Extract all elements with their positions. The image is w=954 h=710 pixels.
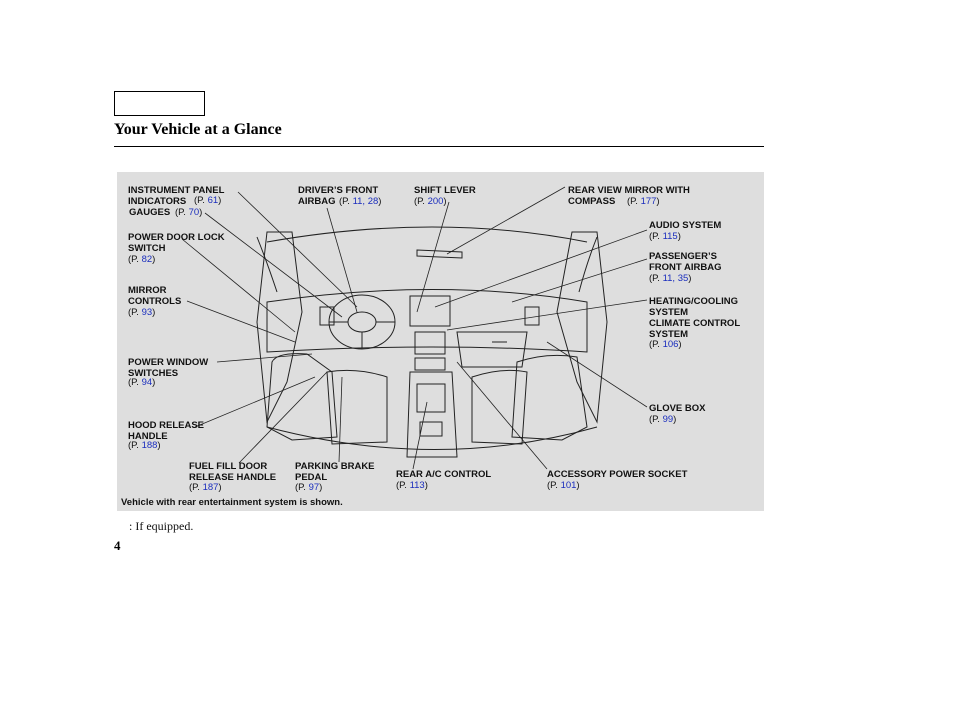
callout-line: MIRROR	[128, 285, 167, 296]
page-ref-link[interactable]: 101	[560, 480, 577, 491]
callout-ref: (P. 82)	[128, 254, 156, 265]
callout-line: SYSTEM	[649, 307, 689, 318]
callout-line: CONTROLS	[128, 296, 182, 307]
callout-line: AUDIO SYSTEM	[649, 220, 722, 231]
page-number: 4	[114, 538, 121, 553]
callout-instrument-panel-indicators: INSTRUMENT PANEL INDICATORS	[128, 185, 224, 207]
callout-ref: (P. 101)	[547, 480, 580, 491]
callout-line: SWITCHES	[128, 368, 179, 379]
callout-line: GAUGES	[129, 207, 171, 218]
callout-glove-box: GLOVE BOX	[649, 403, 705, 414]
callout-line: HOOD RELEASE	[128, 420, 205, 431]
callout-line: INDICATORS	[128, 196, 187, 207]
callout-ref: (P. 97)	[295, 482, 323, 493]
callout-gauges: GAUGES	[129, 207, 170, 218]
callout-ref: (P. 188)	[128, 440, 161, 451]
callout-power-door-lock: POWER DOOR LOCK SWITCH	[128, 232, 225, 254]
page-ref-link[interactable]: 97	[308, 482, 320, 493]
page-ref-link[interactable]: 99	[662, 414, 674, 425]
callout-fuel-fill-door: FUEL FILL DOOR RELEASE HANDLE	[189, 461, 276, 483]
callout-ref: (P. 113)	[396, 480, 428, 491]
page-ref-link[interactable]: 70	[188, 207, 200, 218]
callout-line: CLIMATE CONTROL	[649, 318, 741, 329]
callout-ref: (P. 187)	[189, 482, 222, 493]
callout-accessory-power-socket: ACCESSORY POWER SOCKET	[547, 469, 687, 480]
callout-line: SYSTEM	[649, 329, 689, 340]
callout-line: DRIVER’S FRONT	[298, 185, 379, 196]
callout-line: PARKING BRAKE	[295, 461, 375, 472]
callout-ref: (P. 200)	[414, 196, 447, 207]
callout-line: PASSENGER’S	[649, 251, 717, 262]
callout-line: FRONT AIRBAG	[649, 262, 722, 273]
callout-rear-ac-control: REAR A/C CONTROL	[396, 469, 491, 480]
page-ref-link[interactable]: 61	[207, 195, 219, 206]
callout-line: HEATING/COOLING	[649, 296, 739, 307]
callout-line: INSTRUMENT PANEL	[128, 185, 225, 196]
page-title: Your Vehicle at a Glance	[114, 121, 282, 138]
callout-mirror-controls: MIRROR CONTROLS	[128, 285, 181, 307]
callout-rear-view-mirror: REAR VIEW MIRROR WITH COMPASS	[568, 185, 690, 207]
callout-ref: (P. 70)	[175, 207, 203, 218]
title-divider	[114, 146, 764, 147]
callout-line: POWER DOOR LOCK	[128, 232, 225, 243]
page-ref-link[interactable]: 200	[427, 196, 444, 207]
section-tab-box	[114, 91, 205, 116]
figure-caption: Vehicle with rear entertainment system i…	[121, 497, 343, 508]
page-ref-link[interactable]: 106	[662, 339, 679, 350]
callout-line: HANDLE	[128, 431, 168, 442]
callout-ref: (P. 94)	[128, 377, 156, 388]
callout-power-window-switches: POWER WINDOW SWITCHES	[128, 357, 208, 379]
callout-line: REAR VIEW MIRROR WITH	[568, 185, 690, 196]
callout-line: PEDAL	[295, 472, 328, 483]
callout-shift-lever: SHIFT LEVER	[414, 185, 476, 196]
callout-ref: (P. 106)	[649, 339, 682, 350]
page-ref-link[interactable]: 115	[662, 231, 678, 242]
callout-line: POWER WINDOW	[128, 357, 209, 368]
callout-passengers-front-airbag: PASSENGER’S FRONT AIRBAG	[649, 251, 721, 273]
callout-line: REAR A/C CONTROL	[396, 469, 492, 480]
page-ref-link[interactable]: 11, 28	[352, 196, 379, 207]
page-ref-link[interactable]: 82	[141, 254, 153, 265]
callout-heating-cooling: HEATING/COOLING SYSTEM CLIMATE CONTROL S…	[649, 296, 740, 340]
page-ref-link[interactable]: 113	[409, 480, 425, 491]
callout-line: AIRBAG	[298, 196, 336, 207]
callout-line: SHIFT LEVER	[414, 185, 476, 196]
callout-ref: (P. 93)	[128, 307, 156, 318]
callout-hood-release: HOOD RELEASE HANDLE	[128, 420, 204, 442]
callout-ref: (P. 61)	[194, 195, 222, 206]
callout-drivers-front-airbag: DRIVER’S FRONT AIRBAG	[298, 185, 378, 207]
callout-parking-brake: PARKING BRAKE PEDAL	[295, 461, 375, 483]
page-ref-link[interactable]: 93	[141, 307, 153, 318]
callout-line: GLOVE BOX	[649, 403, 706, 414]
callout-ref: (P. 115)	[649, 231, 681, 242]
footnote: : If equipped.	[129, 519, 194, 533]
vehicle-interior-illustration	[181, 186, 648, 470]
page-ref-link[interactable]: 177	[640, 196, 657, 207]
callout-ref: (P. 11, 28)	[339, 196, 382, 207]
callout-ref: (P. 11, 35)	[649, 273, 692, 284]
callout-line: COMPASS	[568, 196, 616, 207]
page-ref-link[interactable]: 188	[141, 440, 158, 451]
callout-line: SWITCH	[128, 243, 166, 254]
callout-ref: (P. 99)	[649, 414, 677, 425]
callout-line: FUEL FILL DOOR	[189, 461, 268, 472]
page-ref-link[interactable]: 187	[202, 482, 219, 493]
page-ref-link[interactable]: 94	[141, 377, 153, 388]
callout-line: ACCESSORY POWER SOCKET	[547, 469, 688, 480]
page-ref-link[interactable]: 11, 35	[662, 273, 689, 284]
callout-ref: (P. 177)	[627, 196, 660, 207]
callout-line: RELEASE HANDLE	[189, 472, 277, 483]
callout-audio-system: AUDIO SYSTEM	[649, 220, 721, 231]
